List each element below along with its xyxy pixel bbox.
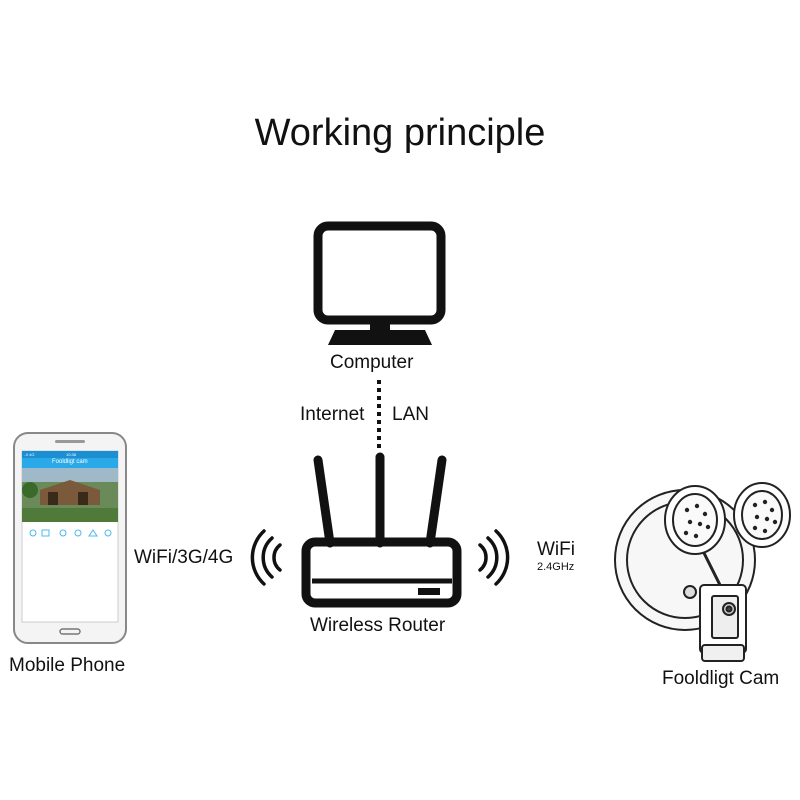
computer-icon bbox=[313, 221, 446, 345]
floodlight-camera-icon bbox=[614, 482, 791, 662]
lan-label: LAN bbox=[392, 404, 429, 425]
phone-label: Mobile Phone bbox=[9, 655, 126, 676]
phone-link-label: WiFi/3G/4G bbox=[134, 547, 234, 568]
phone-status-time: 10:38 bbox=[66, 452, 77, 457]
internet-label: Internet bbox=[300, 404, 365, 425]
router-label: Wireless Router bbox=[310, 615, 446, 636]
page-title: Working principle bbox=[254, 112, 546, 154]
mobile-phone-icon bbox=[13, 432, 127, 644]
phone-status-signal: ..ll 4G bbox=[24, 452, 35, 457]
phone-app-title: Fooldligt cam bbox=[52, 459, 88, 465]
camera-label: Fooldligt Cam bbox=[662, 668, 780, 689]
signal-waves-left-icon bbox=[250, 529, 282, 586]
computer-label: Computer bbox=[330, 352, 414, 373]
router-icon bbox=[301, 452, 462, 608]
cam-link-label: WiFi bbox=[537, 539, 575, 560]
cam-frequency-label: 2.4GHz bbox=[537, 561, 575, 573]
signal-waves-right-icon bbox=[478, 529, 510, 586]
